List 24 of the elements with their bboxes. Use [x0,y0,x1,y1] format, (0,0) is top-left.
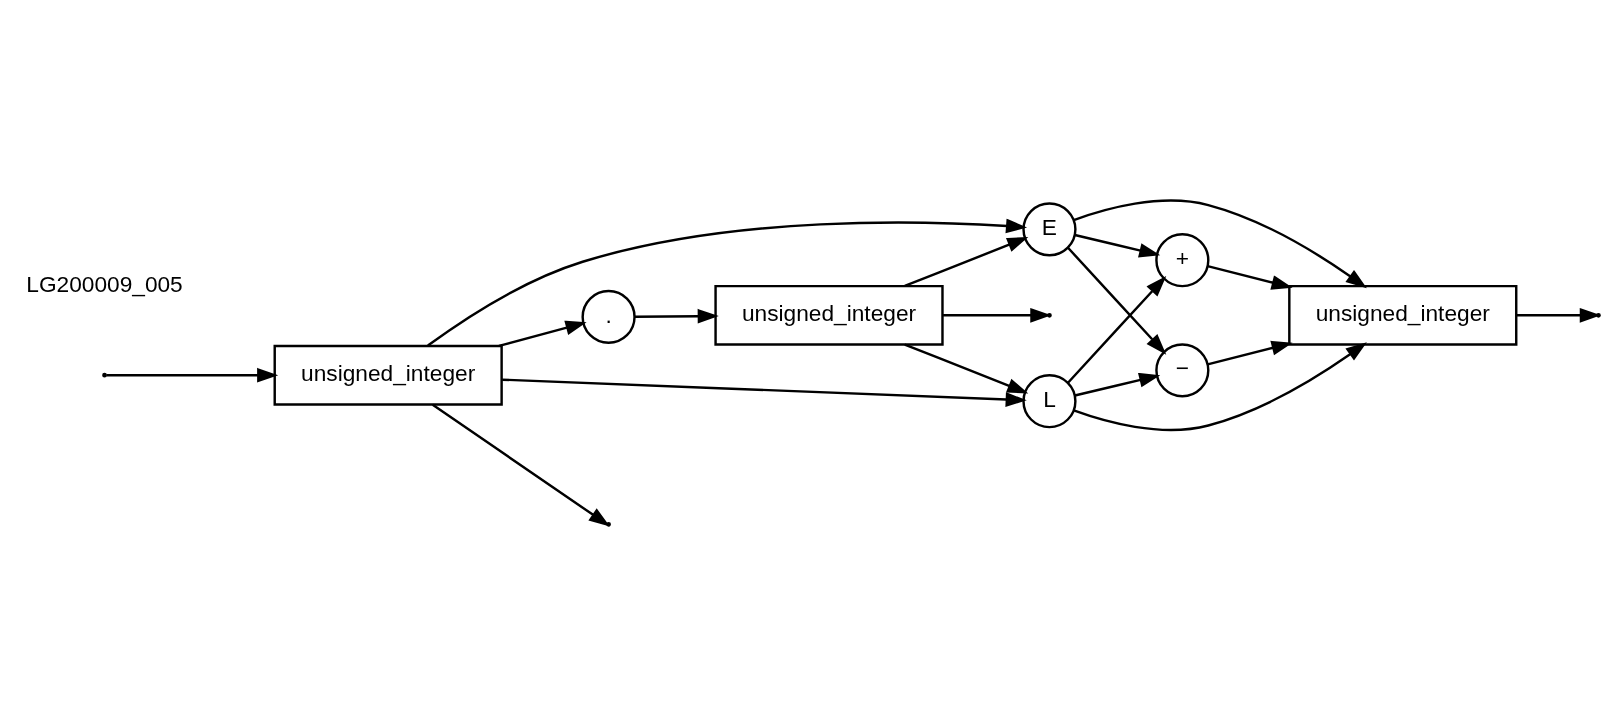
arrow [502,378,1027,407]
arrow [904,343,1029,394]
node-box: unsigned_integer [1288,284,1518,346]
node-box: unsigned_integer [714,284,944,346]
node-box: unsigned_integer [273,344,503,406]
arrow [1073,342,1367,432]
label: LG200009_005 [26,271,183,298]
arrow [634,308,719,324]
node-circle: − [1155,343,1210,398]
arrow [1207,340,1293,366]
arrow [1067,275,1167,384]
arrow [1207,265,1293,290]
arrow [904,237,1029,288]
node-circle: . [581,289,636,345]
arrow [106,367,279,383]
node-circle: + [1155,233,1210,288]
arrow [427,218,1028,347]
arrow [1073,199,1367,289]
arrow [498,320,587,348]
arrow [1074,233,1161,258]
arrow [1067,246,1167,355]
node-circle: L [1022,374,1077,429]
arrow [1074,372,1161,397]
node-circle: E [1022,202,1077,257]
